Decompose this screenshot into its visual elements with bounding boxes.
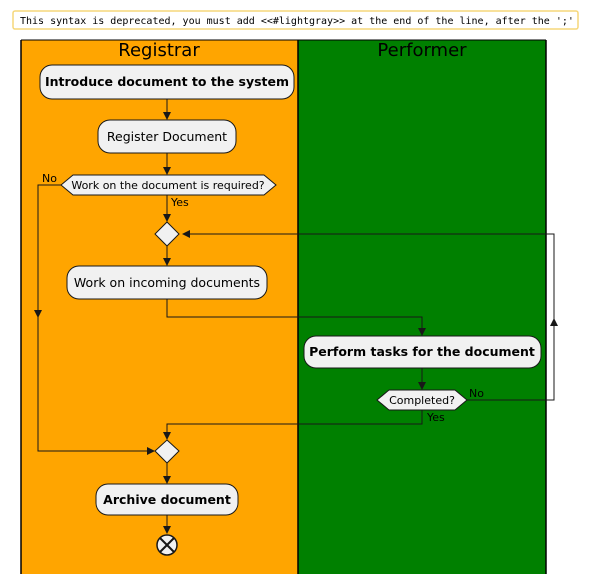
node-introduce-label: Introduce document to the system (45, 74, 289, 89)
arrowhead (418, 382, 426, 390)
node-perform-tasks-label: Perform tasks for the document (309, 344, 535, 359)
deprecation-warning-text: This syntax is deprecated, you must add … (20, 16, 574, 27)
arrowhead (163, 112, 171, 120)
arrowhead (163, 258, 171, 266)
decision-work-required (60, 174, 277, 196)
decision-completed (376, 389, 468, 411)
label-work-yes: Yes (170, 196, 189, 209)
end-node (156, 534, 178, 556)
arrowhead (163, 214, 171, 222)
node-perform-tasks (303, 335, 542, 369)
lane-title-performer: Performer (377, 40, 467, 61)
arrowhead (147, 447, 155, 455)
node-work-incoming (66, 265, 268, 300)
deprecation-warning-box (12, 10, 579, 30)
arrowhead (550, 318, 558, 326)
arrowhead (418, 328, 426, 336)
edge-work-perform (166, 299, 423, 328)
lane-performer (298, 40, 546, 574)
node-archive (95, 483, 239, 516)
merge-diamond-loop (154, 221, 180, 247)
decision-completed-label: Completed? (389, 394, 455, 407)
node-register-label: Register Document (107, 129, 227, 144)
label-completed-no: No (469, 387, 484, 400)
arrowhead (34, 310, 42, 318)
node-register (97, 119, 237, 154)
edge-completed-yes (166, 410, 423, 432)
edge-completed-no-loop (190, 233, 555, 401)
node-introduce (39, 64, 295, 100)
decision-work-required-label: Work on the document is required? (71, 179, 264, 192)
merge-diamond-end (154, 439, 180, 464)
lane-title-registrar: Registrar (118, 40, 200, 61)
arrowhead (163, 526, 171, 534)
arrowhead (182, 230, 190, 238)
node-work-incoming-label: Work on incoming documents (74, 275, 260, 290)
arrowhead (163, 167, 171, 175)
label-work-no: No (42, 172, 57, 185)
arrowhead (163, 432, 171, 440)
arrowhead (163, 476, 171, 484)
label-completed-yes: Yes (426, 411, 445, 424)
node-archive-label: Archive document (103, 492, 231, 507)
